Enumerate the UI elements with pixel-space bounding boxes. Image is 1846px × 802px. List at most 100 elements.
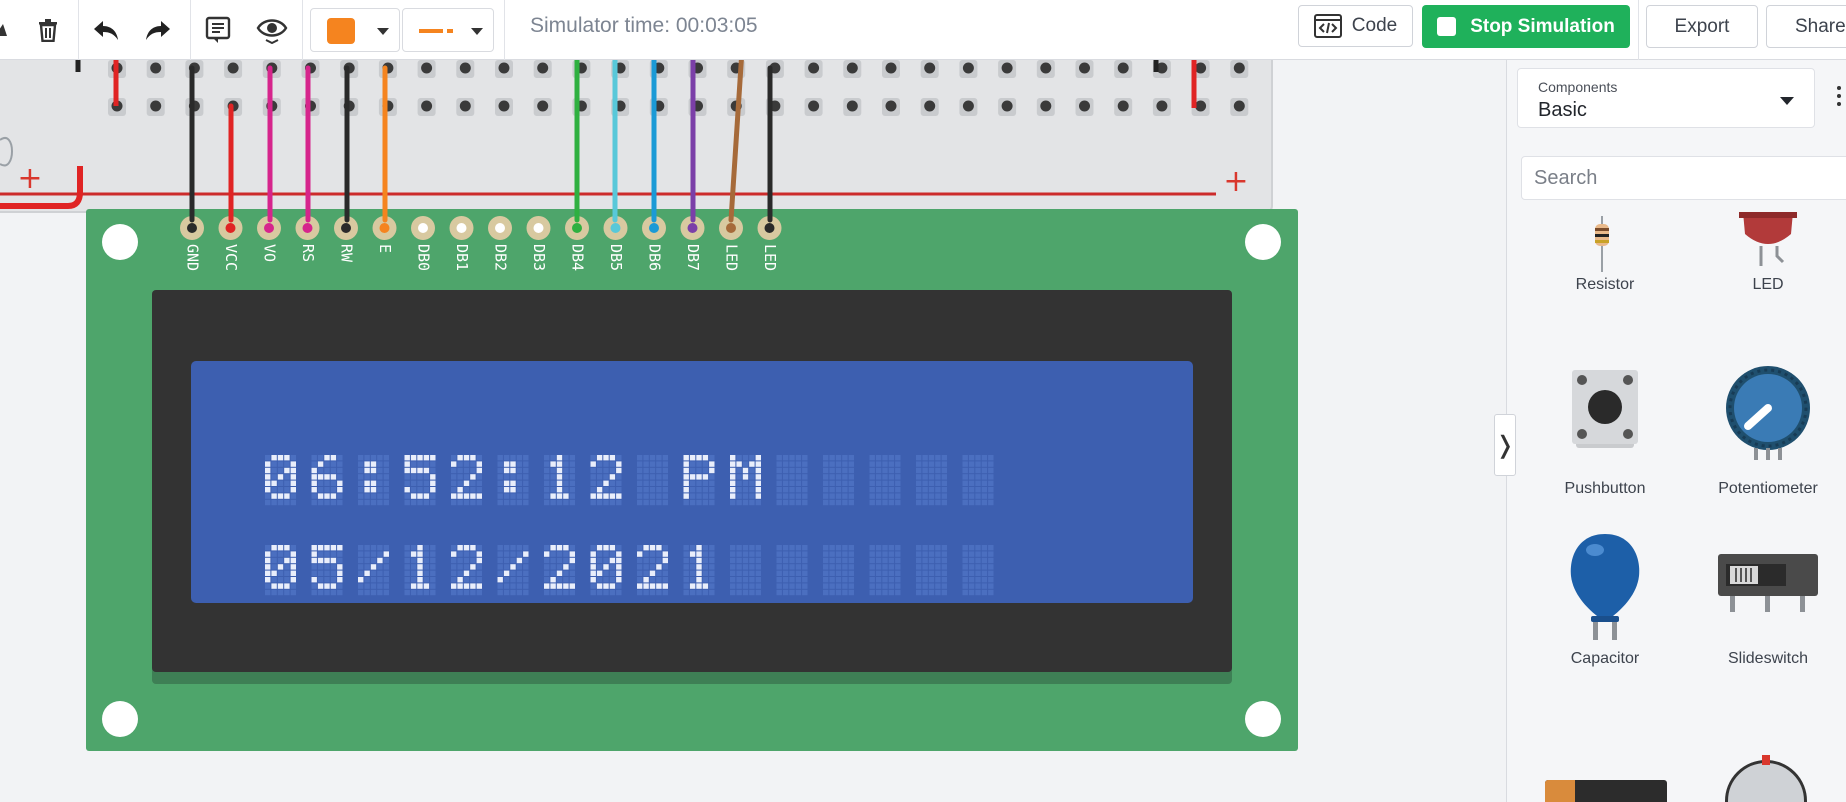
undo-icon[interactable] [86,8,126,52]
wire[interactable] [728,60,744,223]
lcd-pixel-off [451,545,457,551]
lcd-pixel-on [265,467,271,474]
lcd-pixel-off [888,570,895,576]
breadboard-hole [459,62,471,74]
code-button[interactable]: Code [1298,5,1413,47]
wire-style-picker[interactable] [402,8,494,52]
lcd-pixel-off [417,461,423,467]
lcd-pixel-off [928,570,935,576]
panel-collapse-toggle[interactable]: ❭ [1494,414,1516,476]
wires[interactable] [189,60,773,223]
component-slideswitch[interactable]: Slideswitch [1688,530,1846,700]
lcd-pixel-off [776,467,782,474]
lcd-pixel-off [423,589,430,596]
lcd-pixel-off [556,564,563,570]
lcd-pixel-on [470,583,476,589]
lcd-pixel-on [430,474,436,480]
lcd-pixel-on [417,455,423,461]
breadboard-hole [1195,100,1207,112]
breadboard-hole [421,100,433,112]
lcd-pixel-off [616,583,622,589]
lcd-pixel-off [649,461,656,467]
lcd-pixel-off [888,499,895,506]
lcd-pixel-off [370,455,377,461]
toolbar-divider [302,0,303,60]
lcd-pixel-off [842,474,848,480]
lcd-pixel-off [702,589,709,596]
lcd-pixel-off [988,474,994,480]
lcd-pixel-off [609,589,616,596]
share-button[interactable]: Share [1766,5,1846,48]
delete-icon[interactable] [28,8,68,52]
lcd-pixel-off [590,480,596,486]
lcd-pixel-off [410,474,417,480]
power-wire[interactable] [0,166,83,209]
lcd-pixel-off [776,461,782,467]
notes-icon[interactable] [198,8,238,52]
lcd-pixel-off [895,551,901,557]
component-resistor[interactable]: Resistor [1525,210,1685,360]
lcd-pixel-off [981,467,988,474]
lcd-pixel-off [290,589,296,596]
lcd-pixel-off [709,493,715,499]
lcd-pixel-off [802,480,808,486]
components-dropdown[interactable]: Components Basic [1517,68,1815,128]
lcd-pixel-on [277,583,284,589]
lcd-pixel-off [265,583,271,589]
lcd-pixel-off [689,570,696,576]
lcd-pixel-off [795,467,802,474]
redo-icon[interactable] [138,8,178,52]
wire-color-picker[interactable] [310,8,400,52]
lcd-pixel-off [875,583,882,589]
rotate-icon[interactable] [0,8,12,52]
lcd-pixel-off [590,583,596,589]
lcd-pixel-off [516,577,523,583]
lcd-pixel-off [656,577,662,583]
lcd-pixel-off [265,545,271,551]
lcd-pixel-on [616,461,622,467]
component-pushbutton[interactable]: Pushbutton [1525,360,1685,530]
lcd-pixel-off [317,467,324,474]
lcd-pixel-off [497,564,503,570]
lcd-pixel-off [364,474,370,480]
lcd-pixel-off [935,545,941,551]
lcd-pixel-off [869,487,875,493]
lcd-pixel-on [696,557,702,564]
view-icon[interactable] [250,8,294,52]
breadboard-hole [1117,62,1129,74]
lcd-pixel-on [616,564,622,570]
lcd-pixel-off [749,499,755,506]
component-capacitor[interactable]: Capacitor [1525,530,1685,700]
lcd-pixel-off [457,570,463,576]
search-input[interactable] [1521,156,1846,200]
lcd-pixel-off [869,467,875,474]
lcd-pixel-off [776,583,782,589]
breadboard-hole [537,62,549,74]
lcd-pixel-on [265,564,271,570]
lcd-pixel-off [922,570,928,576]
lcd-pixel-off [922,461,928,467]
lcd-pixel-off [550,499,556,506]
component-led[interactable]: LED [1688,210,1846,360]
lcd-pixel-off [358,474,364,480]
lcd-pixel-off [330,577,337,583]
lcd-pixel-off [337,551,343,557]
lcd-pixel-on [609,583,616,589]
lcd-pixel-off [523,467,529,474]
lcd-pixel-off [848,474,854,480]
lcd-pixel-off [637,467,643,474]
stop-simulation-button[interactable]: Stop Simulation [1422,5,1630,48]
component-name: LED [1752,276,1784,293]
component-potentiometer[interactable]: Potentiometer [1688,360,1846,530]
lcd-pixel-off [510,570,516,576]
component-buzzer[interactable] [1725,755,1807,802]
lcd-pixel-on [683,455,689,461]
more-options-icon[interactable] [1837,86,1843,106]
lcd-pixel-off [377,467,383,474]
component-battery[interactable] [1545,780,1667,802]
lcd-pixel-off [377,493,383,499]
export-button[interactable]: Export [1646,5,1758,48]
lcd-pixel-off [470,589,476,596]
